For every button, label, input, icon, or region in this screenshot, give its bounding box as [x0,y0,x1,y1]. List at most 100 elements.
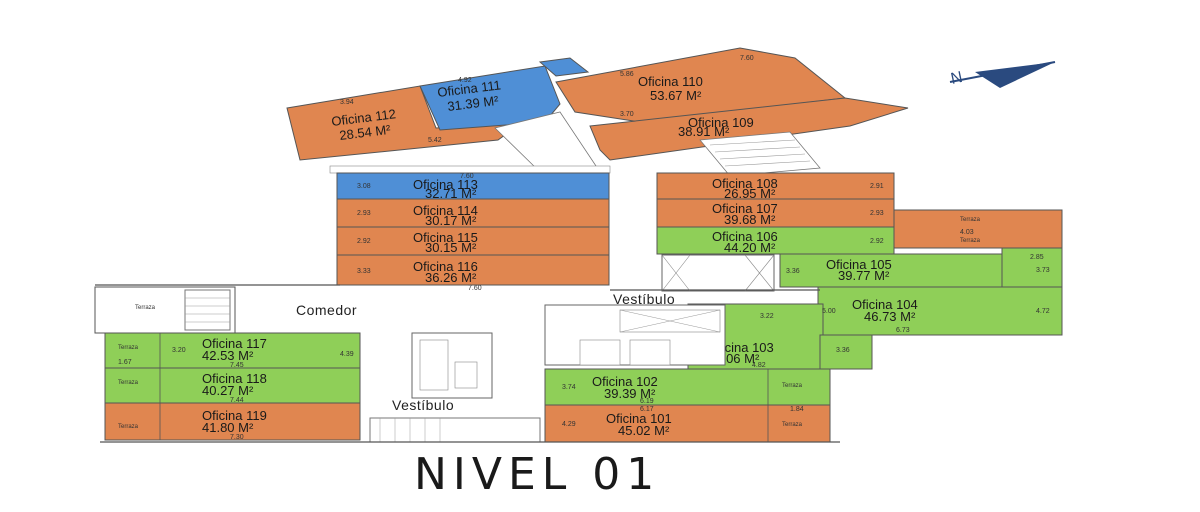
dimension-label: 3.36 [786,268,800,275]
dimension-label: 3.22 [760,313,774,320]
office-116-area: 36.26 M² [425,270,477,285]
dimension-label: 5.42 [428,137,442,144]
terraza-label-1: Terraza [135,305,156,311]
dimension-label: 3.20 [172,347,186,354]
comedor-label: Comedor [296,302,357,318]
terraza-label-7: Terraza [960,217,981,223]
terraza-label-6: Terraza [782,422,803,428]
office-113[interactable] [336,172,610,200]
dimension-label: 4.29 [562,421,576,428]
office-101[interactable] [544,404,831,443]
terraza-label-5: Terraza [782,383,803,389]
office-114[interactable] [336,198,610,228]
office-115[interactable] [336,226,610,256]
office-102[interactable] [544,368,831,406]
dimension-label: 3.73 [1036,267,1050,274]
office-107[interactable] [656,198,895,228]
elevator-core [661,254,775,292]
upper-wing [286,47,909,177]
office-108[interactable] [656,172,895,200]
dimension-label: 7.45 [230,362,244,369]
page-title: NIVEL 01 [414,449,660,500]
dimension-label: 1.67 [118,359,132,366]
dimension-label: 2.93 [870,210,884,217]
office-115-name: Oficina 115 [413,230,478,245]
office-106-name: Oficina 106 [712,229,778,244]
dimension-label: 4.39 [340,351,354,358]
office-109-area: 38.91 M² [678,124,730,139]
vestibulo-bottom-label: Vestíbulo [392,397,454,413]
office-114-area: 30.17 M² [425,213,477,228]
dimension-label: 4.92 [458,77,472,84]
dimension-label: 3.94 [340,99,354,106]
office-109[interactable] [589,97,909,161]
dimension-label: 7.44 [230,397,244,404]
dimension-label: 1.84 [790,406,804,413]
dimension-label: 6.73 [896,327,910,334]
office-119-name: Oficina 119 [202,408,267,423]
dimension-label: 5.86 [620,71,634,78]
dimension-label: 2.92 [870,238,884,245]
office-101-area: 45.02 M² [618,423,670,438]
dimension-label: 4.82 [752,362,766,369]
office-116[interactable] [336,254,610,286]
office-104-area: 46.73 M² [864,309,916,324]
dimension-label: 7.30 [230,434,244,441]
office-105-area: 39.77 M² [838,268,890,283]
dimension-label: 2.85 [1030,254,1044,261]
office-117-area: 42.53 M² [202,348,254,363]
dimension-label: 6.19 [640,398,654,405]
office-106-area: 44.20 M² [724,240,776,255]
dimension-label: 3.74 [562,384,576,391]
office-117-name: Oficina 117 [202,336,267,351]
office-119-area: 41.80 M² [202,420,254,435]
svg-text:N: N [949,69,964,88]
office-111-annex [538,57,590,77]
office-113-name: Oficina 113 [413,177,478,192]
office-104-name: Oficina 104 [852,297,918,312]
office-110-name: Oficina 110 [638,74,703,89]
north-arrow-icon: N [949,61,1056,88]
office-116-name: Oficina 116 [413,259,478,274]
office-107-area: 39.68 M² [724,212,776,227]
stair-upper [699,131,821,177]
office-101-name: Oficina 101 [606,411,672,426]
stair-left [184,289,231,331]
office-112-area: 28.54 M² [339,122,392,143]
office-105-name: Oficina 105 [826,257,892,272]
dimension-label: 3.36 [836,347,850,354]
dimension-label: 2.92 [357,238,371,245]
terraza-label-3: Terraza [118,380,139,386]
vestibulo-top-label: Vestíbulo [613,291,675,307]
office-119[interactable] [104,402,361,441]
office-108-name: Oficina 108 [712,176,778,191]
dimension-label: 7.60 [740,55,754,62]
office-110-area: 53.67 M² [650,88,702,103]
dimension-label: 6.17 [640,406,654,413]
office-118-area: 40.27 M² [202,383,254,398]
dimension-label: 2.93 [357,210,371,217]
dimension-label: 2.91 [870,183,884,190]
dimension-label: 7.60 [460,173,474,180]
terraza-label-8: Terraza [960,238,981,244]
office-111[interactable] [419,65,561,131]
office-114-name: Oficina 114 [413,203,478,218]
dimension-label: 3.33 [357,268,371,275]
office-108-area: 26.95 M² [724,186,776,201]
dimension-label: 4.03 [960,229,974,236]
office-104[interactable] [817,286,1063,336]
office-109-name: Oficina 109 [688,115,754,130]
office-117[interactable] [104,332,361,369]
office-113-area: 32.71 M² [425,186,477,201]
dimension-label: 3.08 [357,183,371,190]
dimension-label: 3.70 [620,111,634,118]
dimension-label: 7.60 [468,285,482,292]
dimension-label: 5.00 [822,308,836,315]
office-103-bay [819,334,873,370]
stair-bottom [369,417,541,443]
office-107-name: Oficina 107 [712,201,778,216]
dimension-label: 4.72 [1036,308,1050,315]
office-102-name: Oficina 102 [592,374,658,389]
office-111-area: 31.39 M² [447,93,500,114]
